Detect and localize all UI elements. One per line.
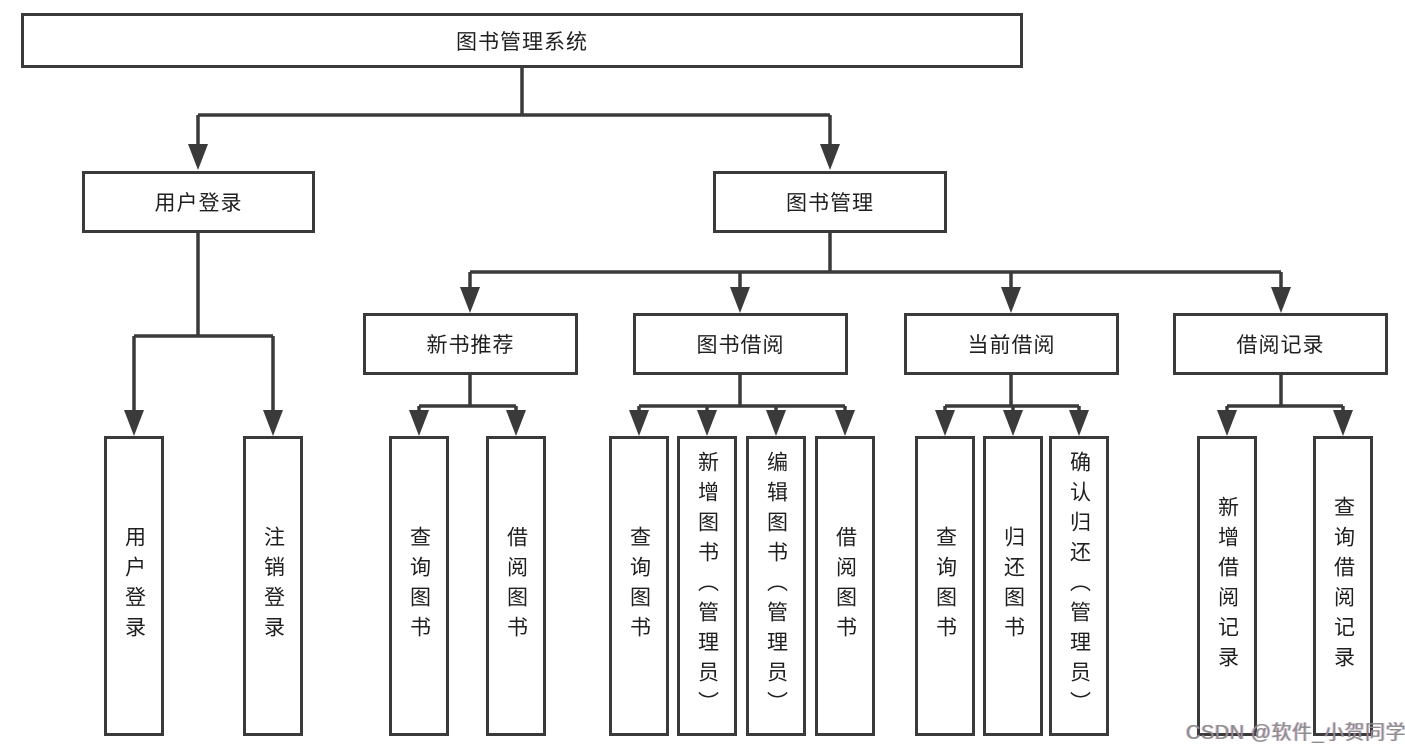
leaf-query-books-recommend-label: 查询图书 (407, 526, 431, 646)
leaf-add-book-admin-label: 新增图书（管理员） (695, 451, 719, 721)
leaf-logout-label: 注销登录 (261, 526, 285, 646)
leaf-edit-book-admin-label: 编辑图书（管理员） (764, 451, 788, 721)
node-book-management: 图书管理 (713, 171, 947, 233)
connector-root-to-level2 (196, 68, 832, 152)
leaf-query-books-borrow: 查询图书 (609, 436, 669, 736)
node-borrow-records: 借阅记录 (1173, 313, 1388, 375)
node-current-borrow-label: 当前借阅 (967, 334, 1056, 357)
node-new-book-recommend-label: 新书推荐 (426, 334, 515, 357)
leaf-borrow-books: 借阅图书 (815, 436, 875, 736)
leaf-query-books-current-label: 查询图书 (933, 526, 957, 646)
connector-new-book-recommend-to-leaves (417, 375, 518, 420)
csdn-watermark: CSDN @软件_小贺同学 (1186, 722, 1405, 744)
node-book-borrow: 图书借阅 (633, 313, 848, 375)
leaf-query-books-recommend: 查询图书 (389, 436, 449, 736)
leaf-return-book-label: 归还图书 (1001, 526, 1025, 646)
leaf-add-book-admin: 新增图书（管理员） (677, 436, 737, 736)
connector-book-management-to-level3 (468, 233, 1283, 297)
leaf-borrow-books-recommend-label: 借阅图书 (504, 526, 528, 646)
leaf-add-borrow-record-label: 新增借阅记录 (1215, 496, 1239, 676)
leaf-borrow-books-recommend: 借阅图书 (486, 436, 546, 736)
leaf-query-borrow-record: 查询借阅记录 (1313, 436, 1373, 736)
leaf-query-borrow-record-label: 查询借阅记录 (1331, 496, 1355, 676)
leaf-add-borrow-record: 新增借阅记录 (1197, 436, 1257, 736)
leaf-user-login: 用户登录 (104, 436, 164, 736)
leaf-query-books-borrow-label: 查询图书 (627, 526, 651, 646)
node-book-borrow-label: 图书借阅 (696, 334, 785, 357)
node-current-borrow: 当前借阅 (904, 313, 1119, 375)
leaf-borrow-books-label: 借阅图书 (833, 526, 857, 646)
node-user-login: 用户登录 (82, 171, 315, 233)
leaf-user-login-label: 用户登录 (122, 526, 146, 646)
node-new-book-recommend: 新书推荐 (363, 313, 578, 375)
leaf-return-book: 归还图书 (983, 436, 1043, 736)
node-root-system: 图书管理系统 (21, 13, 1023, 68)
leaf-edit-book-admin: 编辑图书（管理员） (746, 436, 806, 736)
leaf-confirm-return-admin: 确认归还（管理员） (1049, 436, 1109, 736)
node-book-management-label: 图书管理 (786, 192, 874, 215)
connector-user-login-to-leaves (132, 233, 275, 420)
leaf-logout: 注销登录 (243, 436, 303, 736)
node-user-login-label: 用户登录 (154, 192, 243, 215)
leaf-query-books-current: 查询图书 (915, 436, 975, 736)
node-borrow-records-label: 借阅记录 (1236, 334, 1325, 357)
node-root-label: 图书管理系统 (456, 30, 588, 54)
connector-book-borrow-to-leaves (637, 375, 847, 420)
arrowheads (124, 144, 1353, 436)
connector-borrow-records-to-leaves (1225, 375, 1345, 420)
leaf-confirm-return-admin-label: 确认归还（管理员） (1067, 451, 1091, 721)
